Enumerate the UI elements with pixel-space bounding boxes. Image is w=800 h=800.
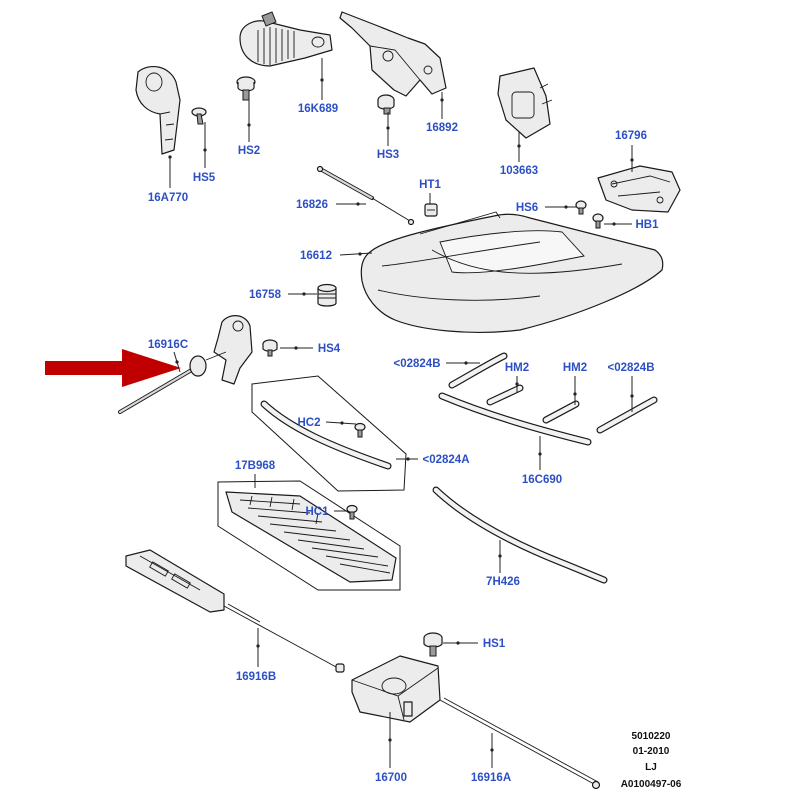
callout-16k689: 16K689: [298, 103, 338, 115]
callout-16916c: 16916C: [148, 339, 188, 351]
doc-reference: A0100497-06: [621, 779, 682, 790]
part-02824b-left-strip: [448, 352, 508, 389]
callout-16612: 16612: [300, 250, 332, 262]
part-hm2-strip-right: [542, 400, 580, 424]
doc-initials: LJ: [645, 762, 657, 773]
cowl-box-17b968: [217, 480, 401, 591]
seal-box-02824a: [251, 375, 407, 492]
part-02824b-right-strip: [596, 396, 658, 434]
part-hc2-clip: [354, 422, 366, 438]
part-hm2-strip-left: [486, 384, 524, 406]
callout-16700: 16700: [375, 772, 407, 784]
part-16916b-cable: [125, 549, 345, 673]
callout-17b968: 17B968: [235, 460, 276, 472]
part-16612-hood-panel: [360, 211, 664, 333]
callout-7h426: 7H426: [486, 576, 520, 588]
callout-ht1: HT1: [419, 179, 441, 191]
callout-16892: 16892: [426, 122, 458, 134]
part-hb1-bolt: [592, 213, 604, 229]
part-16916a-cable: [439, 697, 601, 790]
callout-103663: 103663: [500, 165, 538, 177]
callout-hs1: HS1: [483, 638, 506, 650]
callout-16916a: 16916A: [471, 772, 511, 784]
callout-16796: 16796: [615, 130, 647, 142]
callout-hm2-left: HM2: [505, 362, 529, 374]
part-hs1-bolt: [423, 632, 443, 657]
callout-hm2-right: HM2: [563, 362, 587, 374]
part-16758-bump-stop: [317, 283, 337, 307]
callout-16758: 16758: [249, 289, 282, 301]
part-ht1-clip: [424, 203, 438, 217]
part-hc1-clip: [346, 504, 358, 520]
callout-02824b-left: <02824B: [394, 358, 441, 370]
doc-code: 5010220: [632, 731, 671, 742]
part-103663-plate: [497, 67, 553, 139]
part-hs3-bolt: [377, 94, 395, 115]
doc-date: 01-2010: [633, 746, 670, 757]
callout-hs5: HS5: [193, 172, 216, 184]
part-hs4-bolt: [262, 339, 278, 357]
part-hs6-bolt: [575, 200, 587, 215]
document-info: 5010220 01-2010 LJ A0100497-06: [621, 731, 682, 790]
callout-hs4: HS4: [318, 343, 341, 355]
part-16700-hood-latch: [351, 655, 441, 723]
part-16k689-latch-striker: [239, 11, 333, 67]
part-16916c-release-cable: [118, 315, 253, 414]
callout-hs3: HS3: [377, 149, 399, 161]
part-16892-bracket: [339, 11, 447, 97]
callout-02824b-right: <02824B: [608, 362, 655, 374]
callout-16a770: 16A770: [148, 192, 188, 204]
callout-hc1: HC1: [305, 506, 329, 518]
callout-02824a: <02824A: [423, 454, 470, 466]
part-16c690-seal: [438, 392, 592, 446]
callout-16826: 16826: [296, 199, 328, 211]
part-16a770-hinge-arm: [135, 65, 181, 155]
callout-hc2: HC2: [297, 417, 320, 429]
part-16796-hood-hinge: [597, 165, 681, 213]
red-pointer-arrow: [45, 349, 181, 387]
leader-lines: [168, 58, 634, 768]
callout-16916b: 16916B: [236, 671, 276, 683]
part-hs5-screw: [191, 107, 207, 125]
callout-hb1: HB1: [635, 219, 659, 231]
part-hs2-bolt: [236, 76, 256, 101]
callout-hs2: HS2: [238, 145, 260, 157]
callout-labels: 16A770 HS5 HS2 16K689 HS3 16892 103663 1…: [148, 103, 659, 784]
part-7h426-seal: [432, 486, 608, 584]
part-16826-gas-strut: [316, 165, 415, 226]
callout-hs6: HS6: [516, 202, 538, 214]
callout-16c690: 16C690: [522, 474, 562, 486]
